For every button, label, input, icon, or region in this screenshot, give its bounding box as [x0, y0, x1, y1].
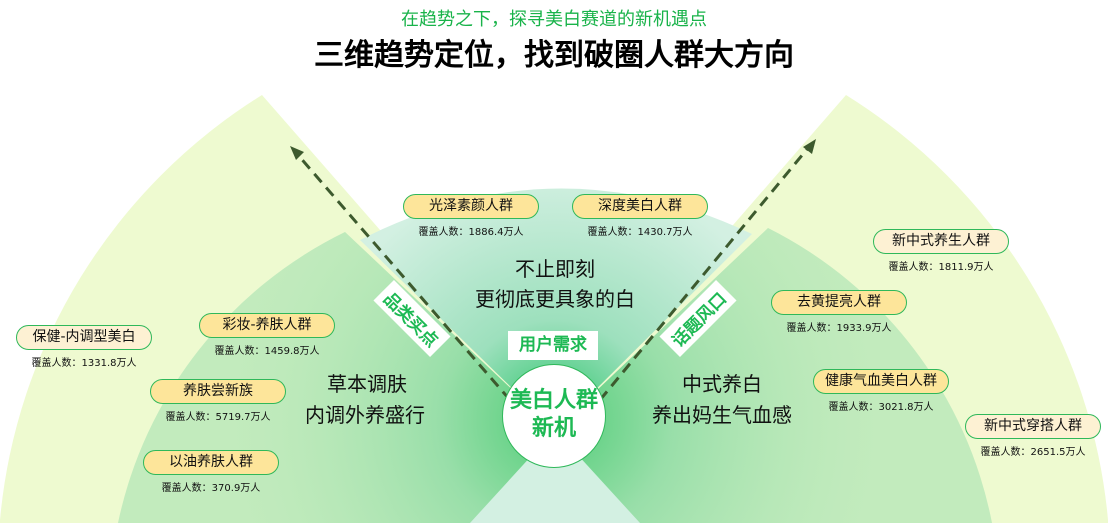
count-value: 3021.8万人 [878, 402, 934, 413]
audience-count: 覆盖人数：2651.5万人 [943, 443, 1108, 458]
audience-group-pill: 养肤尝新族 [150, 379, 286, 404]
page-title: 三维趋势定位，找到破圈人群大方向 [314, 38, 794, 73]
count-value: 1886.4万人 [468, 227, 524, 238]
audience-group-pill: 健康气血美白人群 [813, 369, 949, 394]
count-value: 1459.8万人 [264, 346, 320, 357]
middle-theme-line1: 不止即刻 [515, 257, 595, 281]
audience-count: 覆盖人数：1886.4万人 [381, 223, 561, 238]
audience-count: 覆盖人数：1933.9万人 [749, 319, 929, 334]
audience-group-pill: 保健-内调型美白 [16, 325, 152, 350]
count-prefix: 覆盖人数： [980, 447, 1031, 458]
user-need-label: 用户需求 [508, 331, 598, 360]
right-theme-line1: 中式养白 [682, 372, 762, 396]
audience-group-pill: 新中式穿搭人群 [965, 414, 1101, 439]
audience-group-pill: 深度美白人群 [572, 194, 708, 219]
center-line2: 新机 [531, 416, 576, 441]
left-theme-line2: 内调外养盛行 [305, 403, 425, 427]
count-prefix: 覆盖人数： [31, 358, 82, 369]
audience-group-pill: 新中式养生人群 [873, 229, 1009, 254]
middle-sector [360, 188, 752, 430]
middle-theme-line2: 更彻底更具象的白 [475, 287, 635, 311]
left-arrow-head-icon [290, 146, 304, 160]
count-value: 1430.7万人 [637, 227, 693, 238]
audience-count: 覆盖人数：5719.7万人 [128, 408, 308, 423]
right-arrow-head-icon [803, 139, 816, 154]
count-prefix: 覆盖人数： [587, 227, 638, 238]
count-value: 5719.7万人 [215, 412, 271, 423]
count-value: 2651.5万人 [1030, 447, 1086, 458]
audience-count: 覆盖人数：1459.8万人 [177, 342, 357, 357]
audience-count: 覆盖人数：1331.8万人 [0, 354, 174, 369]
count-value: 1811.9万人 [938, 262, 994, 273]
audience-group-pill: 以油养肤人群 [143, 450, 279, 475]
count-prefix: 覆盖人数： [214, 346, 265, 357]
center-line1: 美白人群 [509, 388, 598, 413]
subtitle: 在趋势之下，探寻美白赛道的新机遇点 [401, 9, 707, 30]
left-theme-line1: 草本调肤 [327, 372, 407, 396]
audience-count: 覆盖人数：370.9万人 [121, 479, 301, 494]
right-arrow [598, 147, 810, 401]
count-value: 1933.9万人 [836, 323, 892, 334]
count-prefix: 覆盖人数： [161, 483, 212, 494]
count-value: 370.9万人 [211, 483, 261, 494]
count-prefix: 覆盖人数： [888, 262, 939, 273]
count-prefix: 覆盖人数： [418, 227, 469, 238]
audience-group-pill: 光泽素颜人群 [403, 194, 539, 219]
count-prefix: 覆盖人数： [165, 412, 216, 423]
audience-group-pill: 去黄提亮人群 [771, 290, 907, 315]
count-value: 1331.8万人 [81, 358, 137, 369]
audience-count: 覆盖人数：3021.8万人 [791, 398, 971, 413]
count-prefix: 覆盖人数： [786, 323, 837, 334]
audience-group-pill: 彩妆-养肤人群 [199, 313, 335, 338]
right-theme-line2: 养出妈生气血感 [652, 403, 792, 427]
audience-count: 覆盖人数：1811.9万人 [851, 258, 1031, 273]
center-circle: 美白人群 新机 [502, 364, 606, 468]
audience-count: 覆盖人数：1430.7万人 [550, 223, 730, 238]
count-prefix: 覆盖人数： [828, 402, 879, 413]
